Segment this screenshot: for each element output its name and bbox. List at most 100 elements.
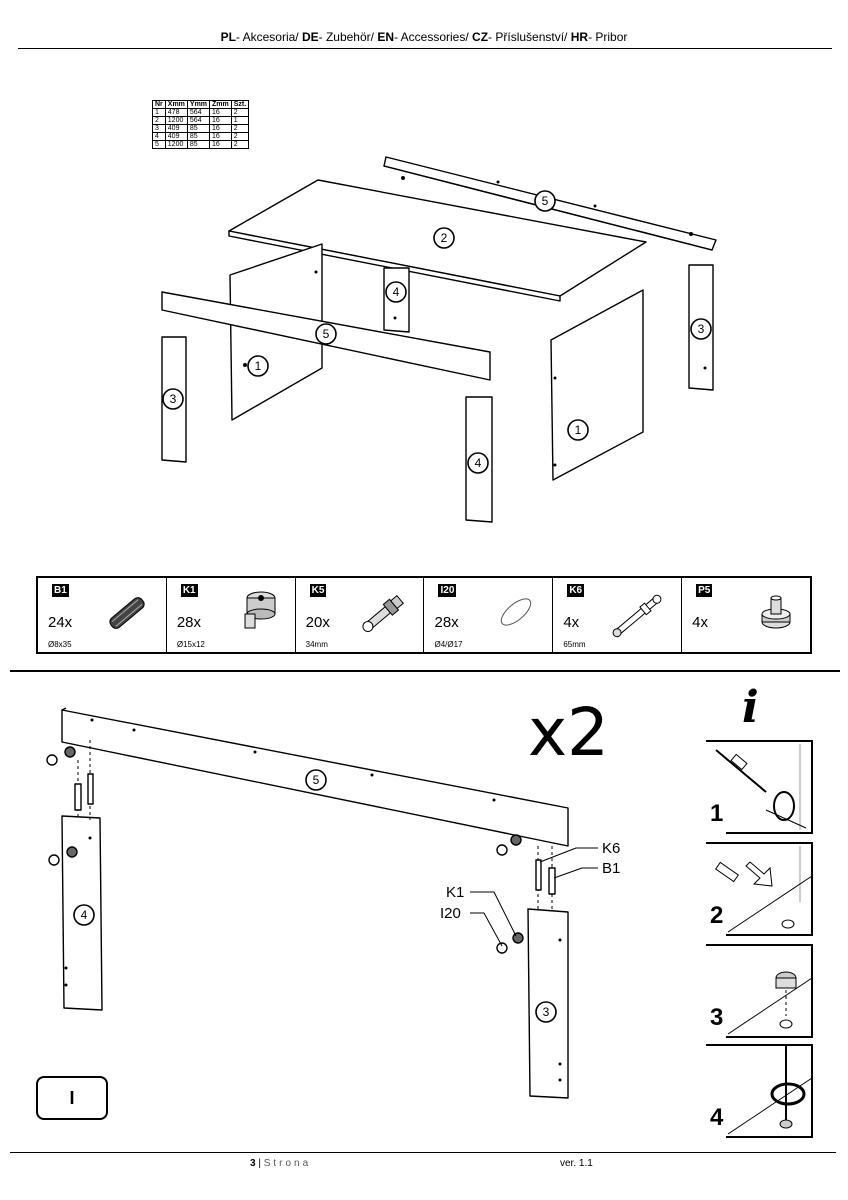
page-number-value: 3 bbox=[250, 1158, 256, 1169]
pin-right bbox=[535, 859, 542, 891]
multiplier-label: x2 bbox=[528, 694, 610, 771]
label-rail: 5 bbox=[313, 773, 320, 787]
version-label: ver. 1.1 bbox=[560, 1158, 593, 1169]
cam-lock-icon bbox=[244, 591, 276, 629]
hardware-qty: 28x bbox=[434, 614, 459, 631]
label-right-leg: 3 bbox=[543, 1005, 550, 1019]
hardware-item-k6: K6 4x 65mm bbox=[553, 578, 683, 652]
lang-label-hr: - Pribor bbox=[588, 30, 628, 44]
label-circle-p2 bbox=[433, 227, 455, 249]
tip-panel-4: 4 bbox=[706, 1044, 814, 1138]
cell: 85 bbox=[186, 140, 211, 149]
foot-glide-icon bbox=[761, 595, 791, 629]
cam-lock-2 bbox=[66, 846, 78, 858]
tip-number: 4 bbox=[710, 1104, 724, 1131]
hardware-code: B1 bbox=[52, 584, 69, 597]
label-circle-p1-right bbox=[567, 419, 589, 441]
hardware-qty: 20x bbox=[305, 614, 330, 631]
pin-left bbox=[87, 773, 94, 805]
cover-cap-icon bbox=[501, 598, 532, 626]
screwdriver-icon bbox=[706, 740, 813, 834]
tip-panel-1: 1 bbox=[706, 740, 814, 834]
hardware-item-p5: P5 4x bbox=[682, 578, 810, 652]
page-separator: | bbox=[255, 1158, 264, 1169]
cell: 2 bbox=[230, 140, 250, 149]
label-circle-p3-left bbox=[162, 388, 184, 410]
label-p1-left: 1 bbox=[255, 359, 262, 373]
label-p2: 2 bbox=[441, 231, 448, 245]
hardware-code: K6 bbox=[567, 584, 585, 597]
lang-code-cz: CZ bbox=[472, 30, 489, 44]
cam-lock-3 bbox=[510, 834, 522, 846]
hardware-item-i20: I20 28x Ø4/Ø17 bbox=[424, 578, 554, 652]
lang-code-de: DE bbox=[301, 30, 319, 44]
label-p4-back: 4 bbox=[393, 285, 400, 299]
page-number: 3 | Strona bbox=[250, 1158, 311, 1169]
label-circle-p4-back bbox=[385, 281, 407, 303]
label-p1-right: 1 bbox=[575, 423, 582, 437]
cam-lock-1 bbox=[64, 746, 76, 758]
label-p5-back: 5 bbox=[542, 194, 549, 208]
lang-code-en: EN bbox=[377, 30, 394, 44]
tip-number: 2 bbox=[710, 902, 724, 929]
tip-number: 3 bbox=[710, 1004, 724, 1031]
hardware-code: P5 bbox=[696, 584, 713, 597]
callout-k1: K1 bbox=[446, 884, 465, 901]
callout-k6: K6 bbox=[602, 840, 621, 857]
footer-divider bbox=[10, 1152, 836, 1153]
hardware-qty: 4x bbox=[563, 614, 580, 631]
label-circle-p4-front bbox=[467, 452, 489, 474]
label-left-leg: 4 bbox=[81, 908, 88, 922]
tighten-cam-icon bbox=[706, 1044, 813, 1138]
dowel-right bbox=[548, 867, 556, 895]
hardware-qty: 24x bbox=[48, 614, 73, 631]
hardware-item-k5: K5 20x 34mm bbox=[296, 578, 425, 652]
hardware-dim: Ø15x12 bbox=[176, 640, 205, 649]
hardware-dim: 34mm bbox=[305, 640, 328, 649]
exploded-view-diagram: 5 2 4 5 1 3 4 1 3 bbox=[161, 156, 717, 523]
hardware-qty: 28x bbox=[176, 614, 202, 631]
lang-label-pl: - Akcesoria/ bbox=[235, 30, 302, 44]
step-label: I bbox=[36, 1076, 108, 1120]
connector-bolt-icon bbox=[362, 594, 405, 632]
lang-label-de: - Zubehör/ bbox=[318, 30, 378, 44]
lang-code-pl: PL bbox=[220, 30, 236, 44]
cam-pin-icon bbox=[612, 594, 662, 638]
label-circle-p5-back bbox=[534, 190, 556, 212]
hardware-dim: Ø4/Ø17 bbox=[434, 640, 463, 649]
label-circle-p1-left bbox=[247, 355, 269, 377]
page-word: Strona bbox=[263, 1158, 312, 1169]
label-p5-front: 5 bbox=[323, 327, 330, 341]
dowel-left bbox=[74, 783, 82, 811]
hardware-code: K5 bbox=[309, 584, 327, 597]
header-divider bbox=[18, 48, 832, 49]
label-p3-right: 3 bbox=[698, 322, 705, 336]
dowel-icon bbox=[109, 597, 145, 629]
section-divider bbox=[10, 670, 840, 672]
cam-lock-4 bbox=[512, 932, 524, 944]
tip-panel-2: 2 bbox=[706, 842, 814, 936]
hardware-item-b1: B1 24x Ø8x35 bbox=[38, 578, 167, 652]
label-circle-left-leg bbox=[73, 904, 95, 926]
label-circle-p5-front bbox=[315, 323, 337, 345]
tip-panel-3: 3 bbox=[706, 944, 814, 1038]
lang-label-en: - Accessories/ bbox=[394, 30, 473, 44]
label-p3-left: 3 bbox=[170, 392, 177, 406]
label-circle-p3-right bbox=[690, 318, 712, 340]
tip-number: 1 bbox=[710, 800, 724, 827]
hardware-code: I20 bbox=[438, 584, 457, 597]
hardware-qty: 4x bbox=[692, 614, 708, 631]
hardware-code: K1 bbox=[180, 584, 198, 597]
cam-lock-insert-icon bbox=[706, 944, 813, 1038]
label-circle-right-leg bbox=[535, 1001, 557, 1023]
callout-b1: B1 bbox=[602, 860, 621, 877]
lang-label-cz: - Příslušenství/ bbox=[488, 30, 571, 44]
hardware-dim: 65mm bbox=[563, 640, 586, 649]
label-circle-rail bbox=[305, 769, 327, 791]
info-icon: i bbox=[742, 682, 759, 733]
page-header: PL- Akcesoria/ DE- Zubehör/ EN- Accessor… bbox=[0, 30, 848, 44]
